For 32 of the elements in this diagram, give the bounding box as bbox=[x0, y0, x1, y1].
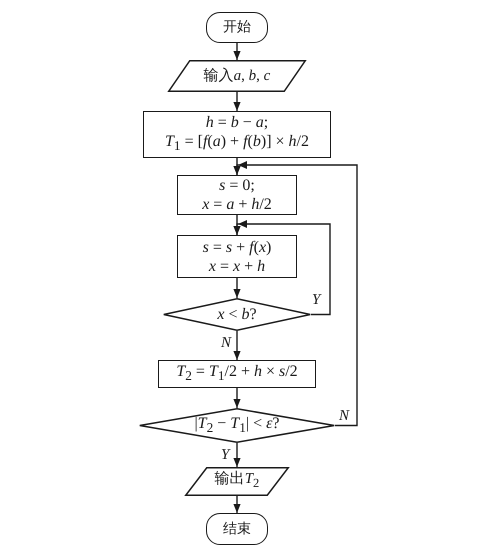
formula-text: s = 0; bbox=[219, 176, 255, 195]
arrow bbox=[233, 331, 241, 360]
loop-arrow bbox=[233, 161, 358, 426]
input-output-text: 输入a, b, c bbox=[204, 66, 270, 86]
arrow bbox=[233, 92, 241, 111]
arrow bbox=[233, 496, 241, 513]
terminal-text: 开始 bbox=[223, 19, 251, 37]
formula-text: x = a + h/2 bbox=[202, 195, 272, 214]
decision-diamond bbox=[139, 408, 335, 443]
loop-arrow bbox=[233, 220, 331, 316]
condition-text: |T$_{2}$ − T$_{1}$| < ε? bbox=[194, 414, 280, 438]
formula-text: x = x + h bbox=[208, 256, 266, 276]
terminal-shape bbox=[206, 513, 268, 545]
formula-text: T$_{2}$ = T$_{1}$/2 + h × s/2 bbox=[176, 362, 298, 386]
process-box bbox=[143, 111, 331, 158]
terminal-shape bbox=[206, 12, 268, 43]
terminal-text: 结束 bbox=[223, 520, 251, 538]
input-output-parallelogram bbox=[185, 467, 289, 496]
decision-diamond bbox=[163, 298, 311, 331]
formula-text: h = b − a; bbox=[206, 113, 268, 132]
formula-text: s = s + f(x) bbox=[202, 238, 272, 256]
process-box bbox=[177, 175, 297, 215]
process-box bbox=[158, 360, 316, 388]
arrow bbox=[233, 43, 241, 60]
input-output-text: 输出T$_{2}$ bbox=[214, 470, 260, 492]
arrow bbox=[233, 278, 241, 298]
condition-text: x < b? bbox=[217, 305, 257, 324]
arrow bbox=[233, 388, 241, 408]
formula-text: T$_{1}$ = [f(a) + f(b)] × h/2 bbox=[165, 132, 309, 156]
arrow bbox=[233, 443, 241, 467]
input-output-parallelogram bbox=[168, 60, 306, 92]
process-box bbox=[177, 235, 297, 278]
